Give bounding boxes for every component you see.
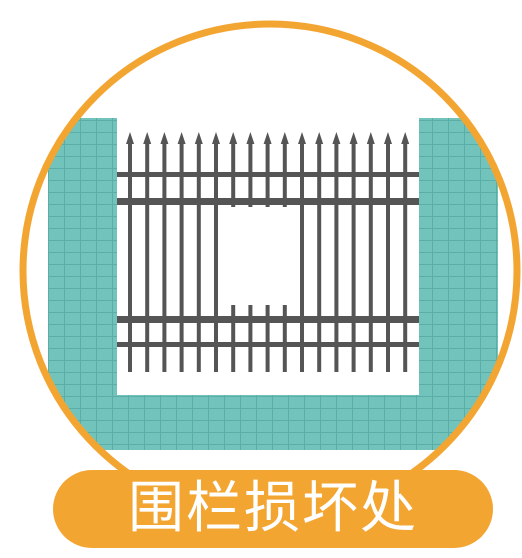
fence-picket-tip bbox=[194, 132, 203, 144]
fence-picket bbox=[386, 140, 390, 372]
fence-picket-tip bbox=[126, 132, 134, 144]
fence-picket bbox=[128, 140, 132, 372]
caption-text: 围栏损坏处 bbox=[128, 476, 418, 541]
fence-picket-broken-bottom bbox=[282, 305, 287, 372]
fence-picket-tip bbox=[349, 132, 358, 144]
wall-left-pillar bbox=[48, 118, 117, 395]
fence-picket-broken-top bbox=[248, 140, 253, 207]
fence-picket-broken-bottom bbox=[248, 305, 253, 372]
fence-picket-tip bbox=[160, 132, 169, 144]
fence-picket-broken-top bbox=[282, 140, 287, 207]
fence-picket bbox=[179, 140, 184, 372]
fence-picket-broken-bottom bbox=[231, 305, 236, 372]
wall-right-pillar bbox=[419, 118, 498, 395]
fence-picket-tip bbox=[298, 132, 306, 144]
fence-picket-tip bbox=[315, 132, 324, 144]
fence-picket-tip bbox=[263, 132, 272, 144]
fence-picket-tip bbox=[143, 132, 152, 144]
fence-picket-broken-top bbox=[265, 140, 270, 207]
fence-picket-tip bbox=[384, 132, 392, 144]
wall-bottom bbox=[48, 395, 498, 450]
fence-picket bbox=[317, 140, 322, 372]
fence-picket-tip bbox=[229, 132, 238, 144]
fence-picket bbox=[300, 140, 304, 372]
fence-picket-tip bbox=[177, 132, 186, 144]
fence-picket bbox=[162, 140, 167, 372]
fence-picket bbox=[334, 140, 339, 372]
fence-picket-broken-bottom bbox=[265, 305, 270, 372]
fence-picket bbox=[368, 140, 373, 372]
fence-picket-tip bbox=[246, 132, 255, 144]
fence-picket bbox=[351, 140, 356, 372]
fence bbox=[117, 132, 419, 372]
fence-picket-tip bbox=[280, 132, 289, 144]
fence-picket-tip bbox=[366, 132, 375, 144]
caption-badge: 围栏损坏处 bbox=[53, 470, 493, 548]
fence-picket bbox=[214, 140, 218, 372]
fence-picket-broken-top bbox=[231, 140, 236, 207]
fence-picket-tip bbox=[332, 132, 341, 144]
fence-picket-tip bbox=[212, 132, 220, 144]
fence-picket bbox=[145, 140, 150, 372]
fence-picket bbox=[196, 140, 201, 372]
fence-picket bbox=[403, 140, 408, 372]
fence-picket-tip bbox=[401, 132, 410, 144]
